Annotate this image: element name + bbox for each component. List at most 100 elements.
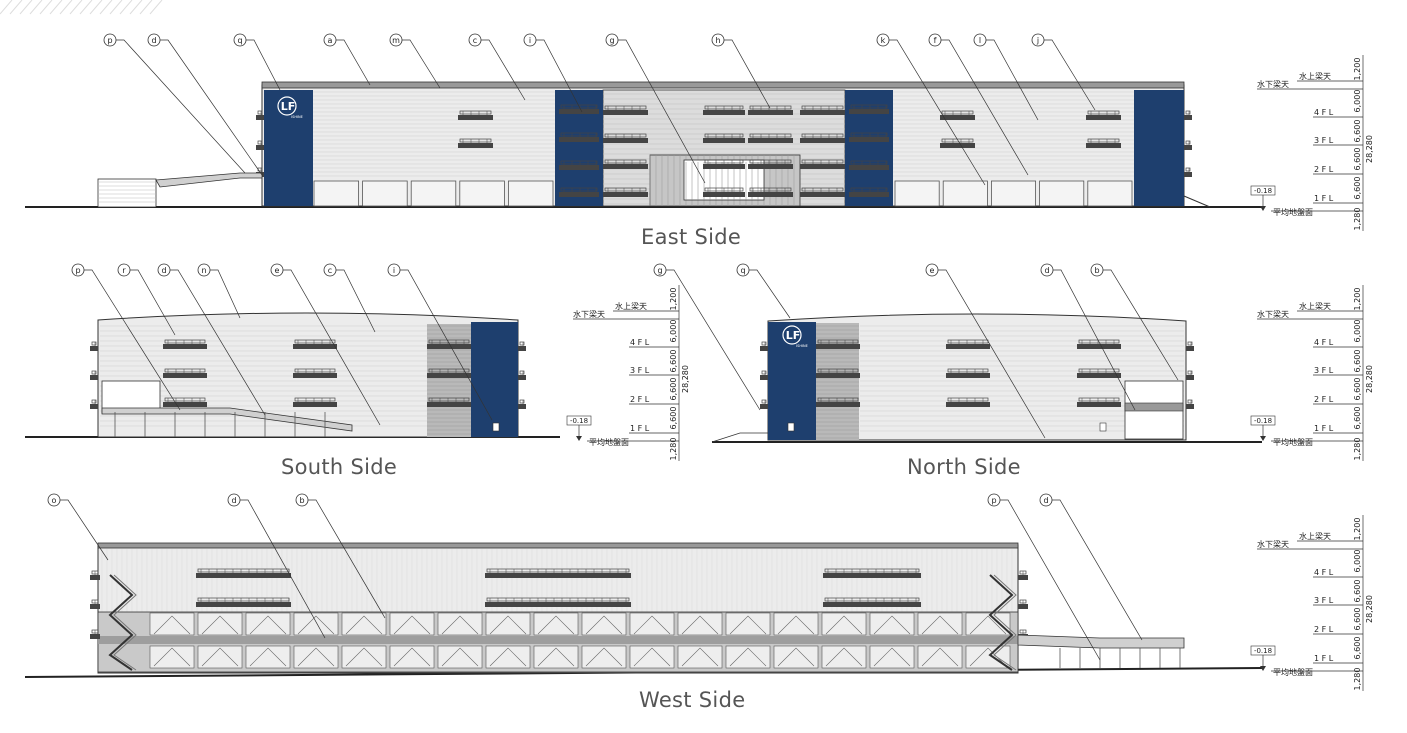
balcony-rail [459,110,492,115]
callout-i: i [387,263,493,421]
hatch-line [109,0,123,15]
balcony-bar [748,138,793,143]
dimension-value: 1,200 [1353,58,1362,81]
dimension-value: 6,600 [1353,608,1362,631]
balcony-rail [749,159,792,164]
leader-line [941,39,1029,176]
callout-letter: p [75,266,80,275]
balcony-bar [1186,404,1194,409]
bay-brace [153,647,191,667]
dimension-value: 6,600 [1353,407,1362,430]
balcony-rail [801,187,844,192]
balcony-bar [816,373,860,378]
hatch-line [99,0,113,15]
leader-line [1044,39,1096,111]
truck-door [507,180,554,207]
balcony-rail [486,568,630,573]
dimension-value: 6,600 [1353,378,1362,401]
balcony-bar [849,165,889,170]
glevel-value: -0.18 [1254,417,1272,425]
bay-panel [773,612,819,636]
balcony-rail [1185,167,1191,172]
callout-letter: c [328,266,332,275]
leader-line [210,269,241,319]
floor-label: 3 F L [630,366,650,375]
balcony-rail [604,105,647,110]
callout-letter: c [473,36,477,45]
balcony-bar [703,192,745,197]
bay-panel [965,645,1011,669]
bay-brace [633,615,671,635]
balcony-rail [164,339,206,344]
hatch-line [0,0,13,15]
leader-line [116,39,246,174]
balcony-bar [256,115,264,120]
dimension-value: 1,280 [1353,208,1362,231]
bay-brace [153,615,191,635]
dimension-value: 6,600 [669,350,678,373]
balcony-bar [760,375,768,380]
hatch-line [39,0,53,15]
balcony-bar [1184,145,1192,150]
balcony-bar [940,143,975,148]
hatch-line [129,0,143,15]
floor-label: 1 F L [1314,654,1334,663]
balcony-bar [559,165,599,170]
callout-letter: d [151,36,156,45]
balcony-rail [294,397,336,402]
callout-d: d [1039,493,1143,641]
roof-top-label: 水上梁天 [1299,301,1331,311]
grade-line [711,432,768,443]
balcony-rail [164,397,206,402]
balcony-bar [1018,575,1028,580]
truck-door [1039,180,1085,207]
total-height: 28,280 [1365,135,1374,163]
balcony-bar [800,164,845,169]
floor-label: 1 F L [630,424,650,433]
floor-label: 4 F L [1314,568,1334,577]
bay-brace [489,647,527,667]
callout-b: b [1090,263,1179,381]
callout-l: l [973,33,1039,121]
balcony-bar [849,192,889,197]
balcony-bar [748,110,793,115]
balcony-rail [850,132,888,137]
leader-line [60,499,109,561]
dimension-value: 6,600 [1353,148,1362,171]
callout-d: d [147,33,263,176]
balcony-bar [946,402,990,407]
bay-panel [821,645,867,669]
balcony-bar [800,192,845,197]
glevel-value: -0.18 [570,417,588,425]
bay-brace [297,615,335,635]
balcony-rail [91,399,97,404]
leader-line [481,39,526,101]
roof-top-label: 水上梁天 [1299,531,1331,541]
balcony-bar [90,634,100,639]
leader-line [724,39,771,109]
callout-letter: f [934,36,937,45]
hatch-line [89,0,103,15]
callout-c: c [468,33,526,101]
callout-letter: b [299,496,304,505]
balcony-rail [749,105,792,110]
bay-panel [725,645,771,669]
glevel-arrowhead [1260,666,1266,671]
callout-letter: r [122,266,126,275]
bay-brace [969,615,1007,635]
bay-panel [437,645,483,669]
bay-panel [533,645,579,669]
balcony-rail [1185,110,1191,115]
balcony-rail [604,133,647,138]
balcony-bar [748,164,793,169]
balcony-rail [801,133,844,138]
logo-ring [277,96,297,116]
balcony-bar [823,573,921,578]
callout-letter: p [107,36,112,45]
hatch-line [29,0,43,15]
floor-label: 1 F L [1314,424,1334,433]
